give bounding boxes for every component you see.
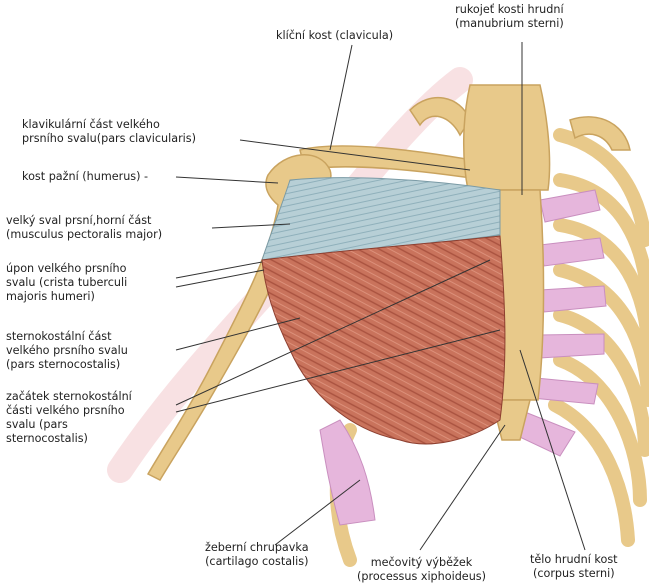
label-crista-tuberculi: úpon velkého prsního svalu (crista tuber… xyxy=(6,262,127,304)
label-pars-sternocostalis: sternokostální část velkého prsního sval… xyxy=(6,330,128,372)
label-corpus-sterni: tělo hrudní kost (corpus sterni) xyxy=(530,553,618,581)
label-processus-xiphoideus: mečovitý výběžek (processus xiphoideus) xyxy=(357,556,486,584)
label-humerus: kost pažní (humerus) - xyxy=(22,170,148,184)
label-pectoralis-major: velký sval prsní,horní část (musculus pe… xyxy=(6,214,162,242)
label-clavicula: klíční kost (clavicula) xyxy=(276,29,393,43)
label-zacatek-sternokostalni: začátek sternokostální části velkého prs… xyxy=(6,390,132,446)
label-cartilago-costalis: žeberní chrupavka (cartilago costalis) xyxy=(205,541,309,569)
pars-sternocostalis xyxy=(262,236,505,444)
label-manubrium: rukojeť kosti hrudní (manubrium sterni) xyxy=(455,3,564,31)
label-pars-clavicularis: klavikulární část velkého prsního svalu(… xyxy=(22,118,196,146)
